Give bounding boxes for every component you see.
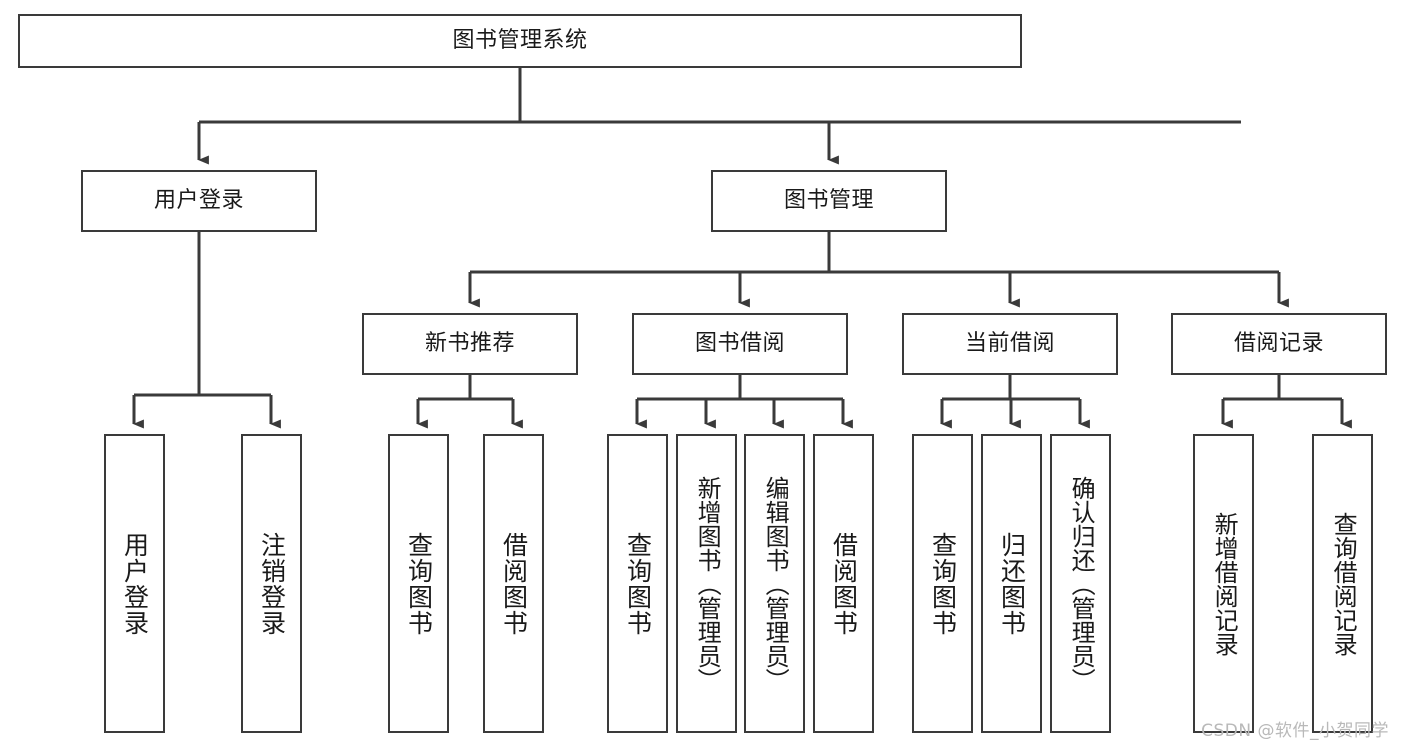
node-leaf-query-borrow-record[interactable]: 查询借阅记录	[1312, 434, 1373, 733]
node-label: 编辑图书（管理员）	[761, 475, 790, 692]
node-leaf-borrow-book[interactable]: 借阅图书	[813, 434, 874, 733]
node-leaf-return-book[interactable]: 归还图书	[981, 434, 1042, 733]
node-leaf-add-borrow-record[interactable]: 新增借阅记录	[1193, 434, 1254, 733]
node-borrow-record[interactable]: 借阅记录	[1171, 313, 1387, 375]
node-label: 图书管理	[783, 188, 874, 214]
node-label: 图书借阅	[694, 331, 785, 357]
node-leaf-query-book-newbook[interactable]: 查询图书	[388, 434, 449, 733]
node-book-borrow[interactable]: 图书借阅	[632, 313, 848, 375]
node-label: 新增借阅记录	[1210, 511, 1239, 656]
node-leaf-borrow-book-newbook[interactable]: 借阅图书	[483, 434, 544, 733]
node-book-management[interactable]: 图书管理	[711, 170, 947, 232]
node-user-login[interactable]: 用户登录	[81, 170, 317, 232]
node-label: 借阅记录	[1233, 331, 1324, 357]
node-label: 用户登录	[153, 188, 244, 214]
node-label: 借阅图书	[499, 531, 529, 636]
node-leaf-confirm-return-admin[interactable]: 确认归还（管理员）	[1050, 434, 1111, 733]
node-label: 用户登录	[120, 531, 150, 636]
node-label: 借阅图书	[829, 531, 859, 636]
node-root-book-management-system[interactable]: 图书管理系统	[18, 14, 1022, 68]
node-label: 归还图书	[997, 531, 1027, 636]
node-label: 新书推荐	[424, 331, 515, 357]
node-label: 查询图书	[404, 531, 434, 636]
node-label: 查询借阅记录	[1329, 511, 1358, 656]
node-label: 当前借阅	[964, 331, 1055, 357]
node-leaf-add-book-admin[interactable]: 新增图书（管理员）	[676, 434, 737, 733]
node-leaf-user-login[interactable]: 用户登录	[104, 434, 165, 733]
node-current-borrow[interactable]: 当前借阅	[902, 313, 1118, 375]
node-label: 查询图书	[623, 531, 653, 636]
node-leaf-query-book-borrow[interactable]: 查询图书	[607, 434, 668, 733]
node-label: 确认归还（管理员）	[1067, 475, 1096, 692]
node-label: 查询图书	[928, 531, 958, 636]
node-leaf-edit-book-admin[interactable]: 编辑图书（管理员）	[744, 434, 805, 733]
node-new-book-recommend[interactable]: 新书推荐	[362, 313, 578, 375]
node-label: 注销登录	[257, 531, 287, 636]
node-label: 新增图书（管理员）	[693, 475, 722, 692]
node-label: 图书管理系统	[452, 28, 588, 54]
csdn-watermark: CSDN @软件_小贺同学	[1201, 721, 1389, 741]
node-leaf-query-book-current[interactable]: 查询图书	[912, 434, 973, 733]
node-leaf-logout[interactable]: 注销登录	[241, 434, 302, 733]
